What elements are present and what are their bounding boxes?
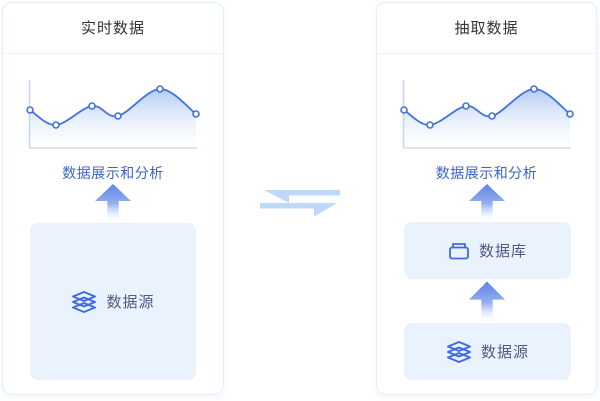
panel-extracted-data: 抽取数据 数据展示和分析 数据库	[376, 2, 597, 395]
chart-label: 数据展示和分析	[62, 165, 164, 181]
chart-label: 数据展示和分析	[435, 165, 538, 181]
line-chart	[26, 80, 200, 150]
panel-title: 抽取数据	[454, 20, 519, 37]
data-source-box: 数据源	[404, 323, 571, 380]
database-label: 数据库	[478, 243, 527, 260]
panel-title: 实时数据	[80, 20, 145, 37]
swap-arrows-icon	[260, 190, 340, 217]
data-source-label: 数据源	[480, 344, 529, 361]
database-box: 数据库	[404, 222, 571, 279]
up-arrow-icon	[468, 281, 505, 321]
up-arrow-icon	[468, 184, 505, 220]
data-source-box: 数据源	[30, 223, 196, 380]
data-source-label: 数据源	[106, 294, 155, 311]
layers-icon	[71, 290, 97, 314]
line-chart-svg	[400, 80, 574, 149]
layers-icon	[446, 340, 472, 364]
panel-realtime-data: 实时数据 数据展示和分析 数据源	[2, 2, 224, 395]
panel-header: 实时数据	[3, 3, 223, 54]
database-icon	[448, 241, 470, 261]
panel-header: 抽取数据	[377, 3, 596, 54]
up-arrow-icon	[95, 184, 131, 220]
line-chart	[400, 80, 574, 150]
line-chart-svg	[26, 80, 200, 149]
